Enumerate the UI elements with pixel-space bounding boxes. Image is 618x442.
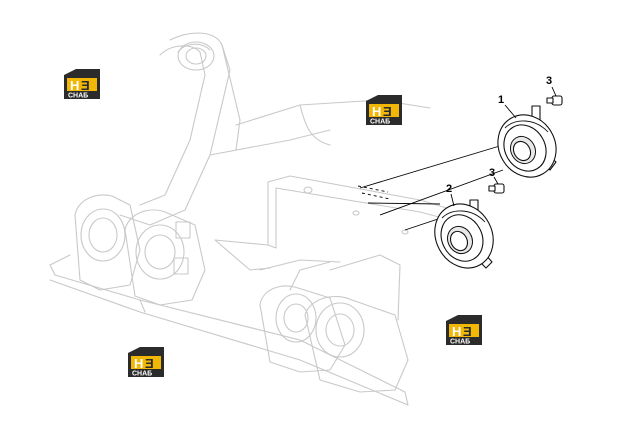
callout-1: 1 [498,94,504,106]
watermark-logo: H Ǝ CHAБ [366,95,402,126]
svg-text:H: H [372,104,381,119]
callout-leader-2 [450,193,455,207]
svg-text:H: H [70,78,79,93]
svg-text:Ǝ: Ǝ [463,324,472,339]
callout-leader-1 [504,104,517,119]
watermark-logo: H Ǝ CHAБ [446,315,482,346]
svg-text:CHAБ: CHAБ [68,93,88,100]
svg-text:CHAБ: CHAБ [132,371,152,378]
callout-3-upper: 3 [546,75,552,87]
bolt-3b [488,183,505,194]
svg-text:Ǝ: Ǝ [81,78,90,93]
callout-3-lower: 3 [489,167,495,179]
bolt-3a [546,95,563,106]
svg-text:CHAБ: CHAБ [370,119,390,126]
svg-text:Ǝ: Ǝ [383,104,392,119]
connection-lines [357,144,504,231]
svg-text:CHAБ: CHAБ [450,339,470,346]
frame-linework [49,32,461,406]
callout-leader-3a [551,86,557,97]
svg-text:Ǝ: Ǝ [145,356,154,371]
callout-leader-3b [493,176,499,185]
callout-2: 2 [446,183,452,195]
svg-text:H: H [452,324,461,339]
watermark-logo: H Ǝ CHAБ [128,347,164,378]
watermark-logo: H Ǝ CHAБ [64,69,100,100]
horn-2 [434,199,494,269]
svg-text:H: H [134,356,143,371]
horn-1 [497,105,557,178]
